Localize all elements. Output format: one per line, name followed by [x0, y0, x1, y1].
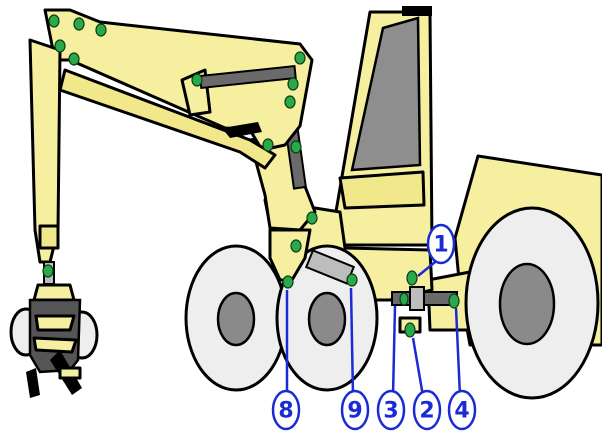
- svg-text:9: 9: [347, 399, 362, 424]
- front-wheel-left: [186, 246, 286, 390]
- svg-text:4: 4: [454, 399, 469, 424]
- svg-text:2: 2: [419, 399, 434, 424]
- svg-text:1: 1: [433, 233, 448, 258]
- cab: [330, 6, 432, 245]
- svg-text:8: 8: [278, 399, 293, 424]
- grapple: [11, 262, 97, 398]
- rear-wheel: [466, 208, 598, 398]
- callout-2: 2: [413, 338, 440, 429]
- svg-text:3: 3: [383, 399, 398, 424]
- knuckle-boom: [30, 40, 60, 262]
